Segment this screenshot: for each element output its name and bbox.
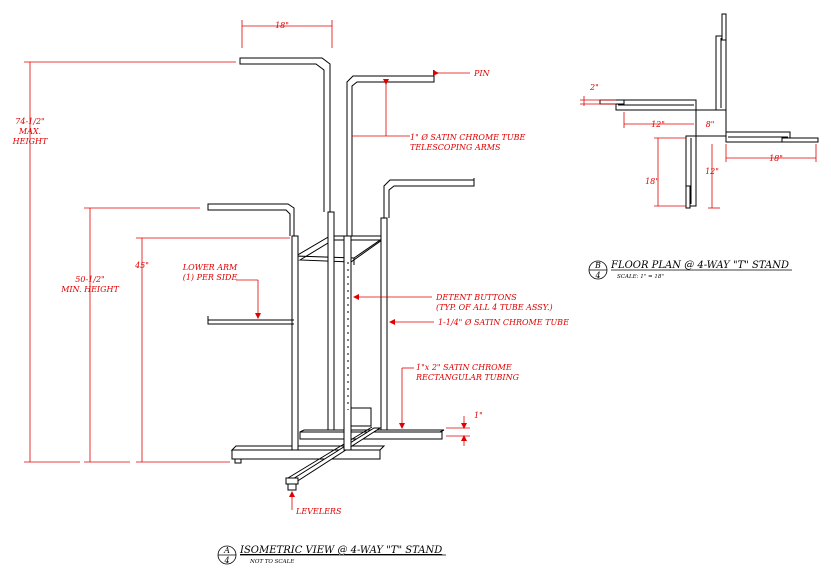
telescoping-arms [207,57,475,325]
lower-arm-label-1: LOWER ARM [182,263,238,272]
telescoping-label-2: TELESCOPING ARMS [410,143,501,152]
frame-box [294,235,388,265]
fp-dim-2: 2" [589,83,599,92]
detail-letter-a: A [223,546,230,555]
floor-plan-tubes [599,13,819,209]
min-height-1: 50-1/2" [75,275,104,284]
floor-plan-scale: SCALE: 1" = 18" [617,274,664,280]
rect-tubing-label-2: RECTANGULAR TUBING [415,373,520,382]
pin-label: PIN [473,69,491,78]
floor-plan-title: FLOOR PLAN @ 4-WAY "T" STAND [610,260,789,271]
title-block-b: B 4 FLOOR PLAN @ 4-WAY "T" STAND SCALE: … [588,260,792,280]
max-height-3: HEIGHT [12,137,48,146]
rect-tubing-label-1: 1"x 2" SATIN CHROME [416,363,512,372]
isometric-view: 18" PIN 1" Ø SATIN CHROME TUBE TELESCOPI… [12,20,569,565]
detail-letter-b: B [594,261,601,270]
floor-plan-dimensions: 2" 12" 8" 18" 18" 12" [580,83,817,209]
detail-sheet-b: 4 [594,271,600,280]
fp-dim-12b: 12" [705,167,719,176]
max-height-1: 74-1/2" [15,117,44,126]
isometric-title: ISOMETRIC VIEW @ 4-WAY "T" STAND [239,545,442,556]
lower-arm [207,319,294,325]
fp-dim-8: 8" [706,120,715,129]
levelers-label: LEVELERS [295,507,342,516]
fp-dim-12a: 12" [651,120,665,129]
detent-label-1: DETENT BUTTONS [435,293,517,302]
dim-45-label: 45" [134,261,149,270]
detail-sheet-a: 4 [223,556,229,565]
isometric-scale: NOT TO SCALE [249,559,294,565]
fp-dim-18a: 18" [769,154,783,163]
base-rectangular-tubing [230,407,445,491]
tube-114-label: 1-1/4" Ø SATIN CHROME TUBE [438,318,569,327]
fp-dim-18b: 18" [645,177,659,186]
detent-label-2: (TYP. OF ALL 4 TUBE ASSY.) [436,303,553,312]
min-height-2: MIN. HEIGHT [60,285,119,294]
title-block-a: A 4 ISOMETRIC VIEW @ 4-WAY "T" STAND NOT… [217,545,446,565]
uprights [291,211,388,451]
max-height-2: MAX. [18,127,41,136]
leveler-foot [287,483,297,491]
dim-1-label: 1" [474,411,483,420]
iso-dimensions: 18" PIN 1" Ø SATIN CHROME TUBE TELESCOPI… [12,20,569,516]
dim-18-label: 18" [275,21,289,30]
floor-plan: 2" 12" 8" 18" 18" 12" B 4 FLOOR PLAN @ 4… [580,13,819,280]
lower-arm-label-2: (1) PER SIDE [183,273,238,282]
telescoping-label-1: 1" Ø SATIN CHROME TUBE [410,133,525,142]
